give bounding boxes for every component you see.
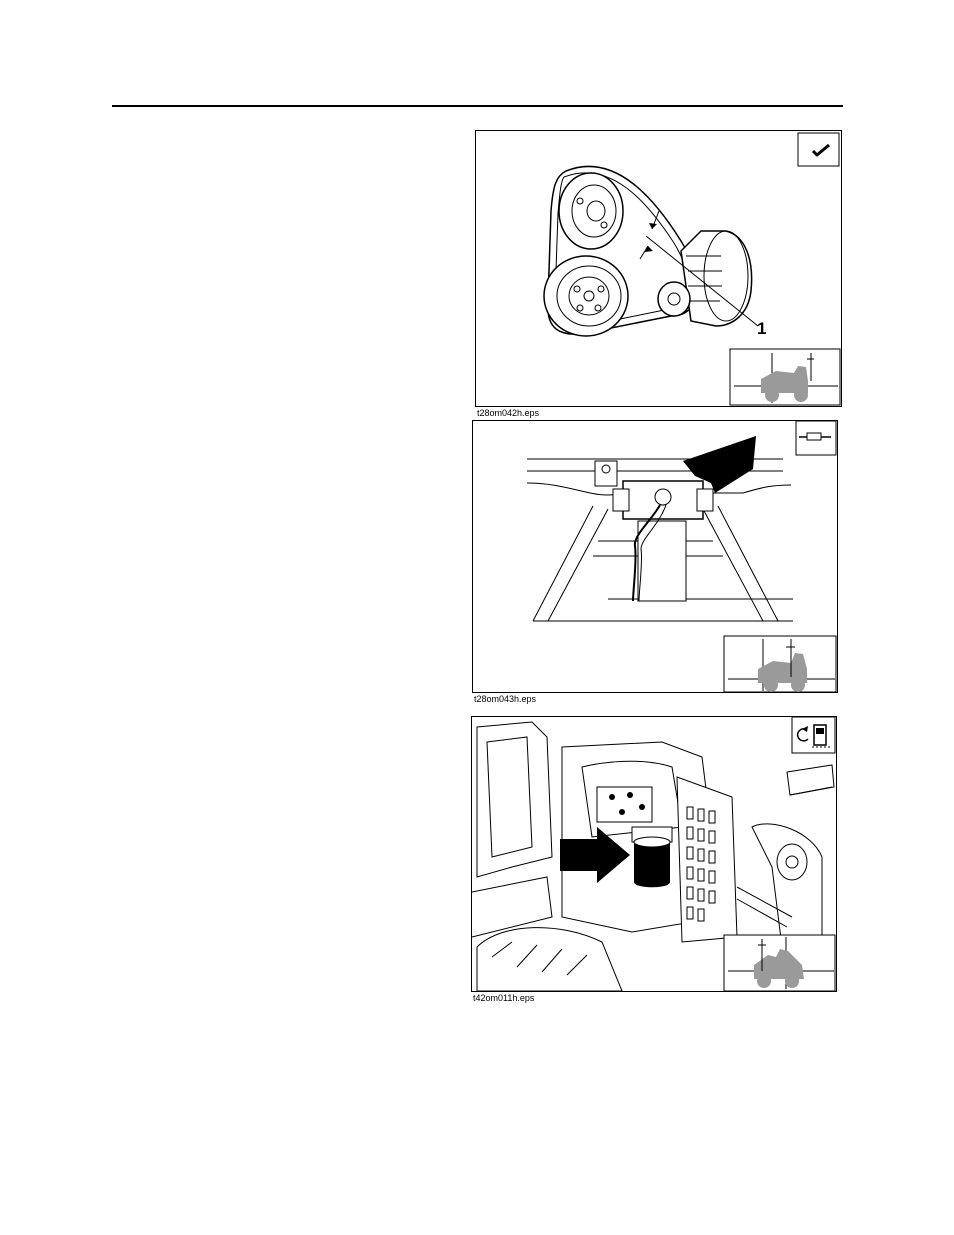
figure-caption: t28om043h.eps [474, 694, 536, 704]
checkmark-icon [798, 133, 839, 166]
figure-fuel-filter [471, 716, 837, 992]
figure-belt-drive: 1 [475, 130, 842, 407]
grease-gun-icon [796, 421, 836, 455]
machine-locator-inset [724, 636, 836, 692]
machine-locator-inset [730, 349, 840, 405]
callout-number: 1 [757, 319, 766, 338]
fuel-filter-illustration [472, 717, 836, 991]
header-rule [112, 105, 843, 107]
figure-grease-point [472, 420, 838, 693]
figure-caption: t28om042h.eps [477, 408, 539, 418]
belt-drive-illustration: 1 [476, 131, 841, 406]
machine-locator-inset [724, 935, 835, 991]
figure-caption: t42om011h.eps [473, 993, 534, 1003]
grease-point-illustration [473, 421, 837, 692]
replace-fuel-filter-icon [792, 717, 835, 753]
